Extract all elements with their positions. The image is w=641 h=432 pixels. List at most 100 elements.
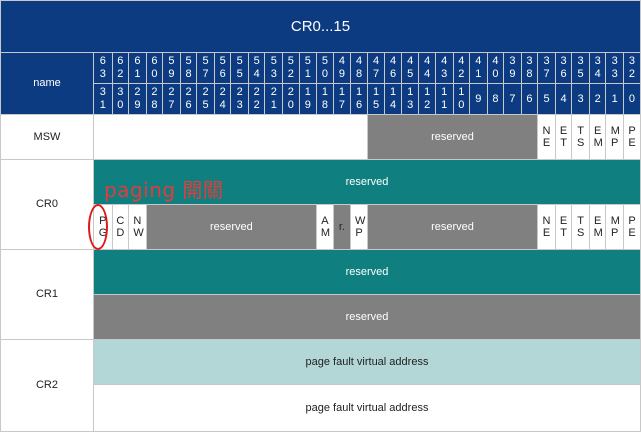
msw-name: MSW [0,114,94,160]
bit-number-37: 37 [537,52,556,84]
bit-number-45: 45 [400,52,420,84]
bit-number-32: 32 [622,52,641,84]
bit-number-44: 44 [418,52,436,84]
cr0-lower-row: PG CD NW reserved AM r. WP reserved NE E… [1,204,641,250]
cr0-flag-et: ET [554,204,573,250]
bit-number-6: 6 [520,83,539,115]
bit-number-27: 27 [162,83,181,115]
bit-number-31: 31 [92,83,113,115]
bit-number-63: 63 [92,52,113,84]
bit-number-29: 29 [128,83,147,115]
cr2-upper-row: CR2 page fault virtual address [0,339,641,432]
bit-number-46: 46 [384,52,402,84]
bit-number-41: 41 [469,52,488,84]
msw-row: MSW reserved NE ET TS EM MP PE [0,114,641,160]
cr0-upper-reserved: reserved [92,159,641,205]
bit-number-14: 14 [384,83,402,115]
cr0-flag-ne: NE [537,204,556,250]
cr1-upper-reserved: reserved [92,249,641,295]
bit-number-53: 53 [264,52,284,84]
bit-number-20: 20 [282,83,300,115]
bit-number-59: 59 [162,52,181,84]
cr0-flag-mp: MP [605,204,624,250]
bit-number-18: 18 [316,83,334,115]
bit-number-35: 35 [571,52,590,84]
cr0-flag-nw: NW [128,204,147,250]
bit-number-17: 17 [332,83,352,115]
bit-number-4: 4 [554,83,573,115]
bit-number-50: 50 [316,52,334,84]
cr0-name: CR0 [0,159,94,250]
bit-number-39: 39 [503,52,522,84]
cr0-reserved-a: reserved [145,204,318,250]
msw-flag-et: ET [554,114,573,160]
bit-number-24: 24 [213,83,232,115]
cr1-upper-row: CR1 reserved [0,249,641,340]
bit-number-54: 54 [247,52,266,84]
bit-number-22: 22 [247,83,266,115]
cr0-reserved-b: reserved [366,204,539,250]
msw-flag-em: EM [588,114,607,160]
name-column-header: name [0,52,94,115]
bit-number-57: 57 [196,52,215,84]
msw-flag-ts: TS [571,114,590,160]
bit-number-10: 10 [452,83,471,115]
msw-flag-pe: PE [622,114,641,160]
bit-number-34: 34 [588,52,607,84]
bit-number-61: 61 [128,52,147,84]
bit-number-49: 49 [332,52,352,84]
cr0-flag-am: AM [316,204,334,250]
paging-switch-annotation: paging 開關 [104,178,224,202]
bit-number-1: 1 [605,83,624,115]
bit-number-16: 16 [350,83,368,115]
bit-number-7: 7 [503,83,522,115]
cr0-flag-cd: CD [111,204,130,250]
cr0-flag-em: EM [588,204,607,250]
cr1-lower-reserved: reserved [92,294,641,340]
pg-highlight-ellipse [88,204,108,250]
bit-number-9: 9 [469,83,488,115]
bit-number-51: 51 [298,52,318,84]
cr1-name: CR1 [0,249,94,340]
bit-number-62: 62 [111,52,130,84]
bit-number-56: 56 [213,52,232,84]
bit-number-13: 13 [400,83,420,115]
bit-number-36: 36 [554,52,573,84]
cr0-upper-row: CR0 reserved [0,159,641,250]
cr1-lower-row: reserved [1,294,641,340]
bit-number-3: 3 [571,83,590,115]
cr2-lower-address: page fault virtual address [92,384,641,432]
msw-reserved: reserved [366,114,539,160]
table-title: CR0...15 [0,0,641,53]
bit-number-40: 40 [486,52,505,84]
bit-number-25: 25 [196,83,215,115]
bit-number-5: 5 [537,83,556,115]
bit-number-48: 48 [350,52,368,84]
bit-number-47: 47 [366,52,386,84]
bit-number-15: 15 [366,83,386,115]
bit-number-21: 21 [264,83,284,115]
bit-number-2: 2 [588,83,607,115]
bit-number-26: 26 [179,83,198,115]
cr2-upper-address: page fault virtual address [92,339,641,385]
cr0-flag-pe: PE [622,204,641,250]
bit-number-33: 33 [605,52,624,84]
bit-number-28: 28 [145,83,164,115]
bit-number-8: 8 [486,83,505,115]
bit-number-0: 0 [622,83,641,115]
bit-number-43: 43 [434,52,454,84]
bit-number-60: 60 [145,52,164,84]
cr0-flag-ts: TS [571,204,590,250]
bit-number-12: 12 [418,83,436,115]
bit-number-52: 52 [282,52,300,84]
cr0-flag-r: r. [332,204,352,250]
bit-number-19: 19 [298,83,318,115]
bit-number-42: 42 [452,52,471,84]
bit-number-23: 23 [230,83,249,115]
msw-flag-ne: NE [537,114,556,160]
bit-number-11: 11 [434,83,454,115]
bit-number-30: 30 [111,83,130,115]
